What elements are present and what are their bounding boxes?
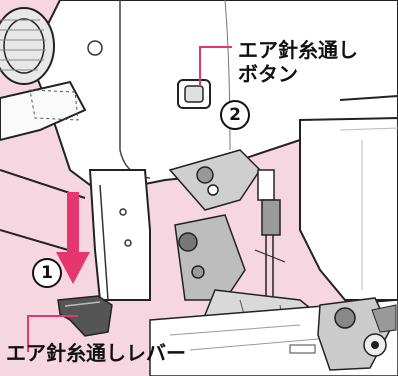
lever-callout-line (27, 315, 78, 352)
button-callout-line (199, 46, 232, 86)
step-1-marker: 1 (32, 258, 62, 288)
threader-button-icon[interactable] (177, 79, 211, 109)
threader-button-label-line2: ボタン (238, 62, 298, 86)
threader-button-label-line1: エア針糸通し (238, 38, 358, 62)
down-arrow-icon (56, 192, 90, 284)
threader-button-label: エア針糸通し ボタン (238, 38, 358, 86)
step-2-marker: 2 (220, 100, 250, 130)
hand-wheel-icon (0, 7, 55, 85)
threader-lever-label: エア針糸通しレバー (6, 341, 186, 365)
